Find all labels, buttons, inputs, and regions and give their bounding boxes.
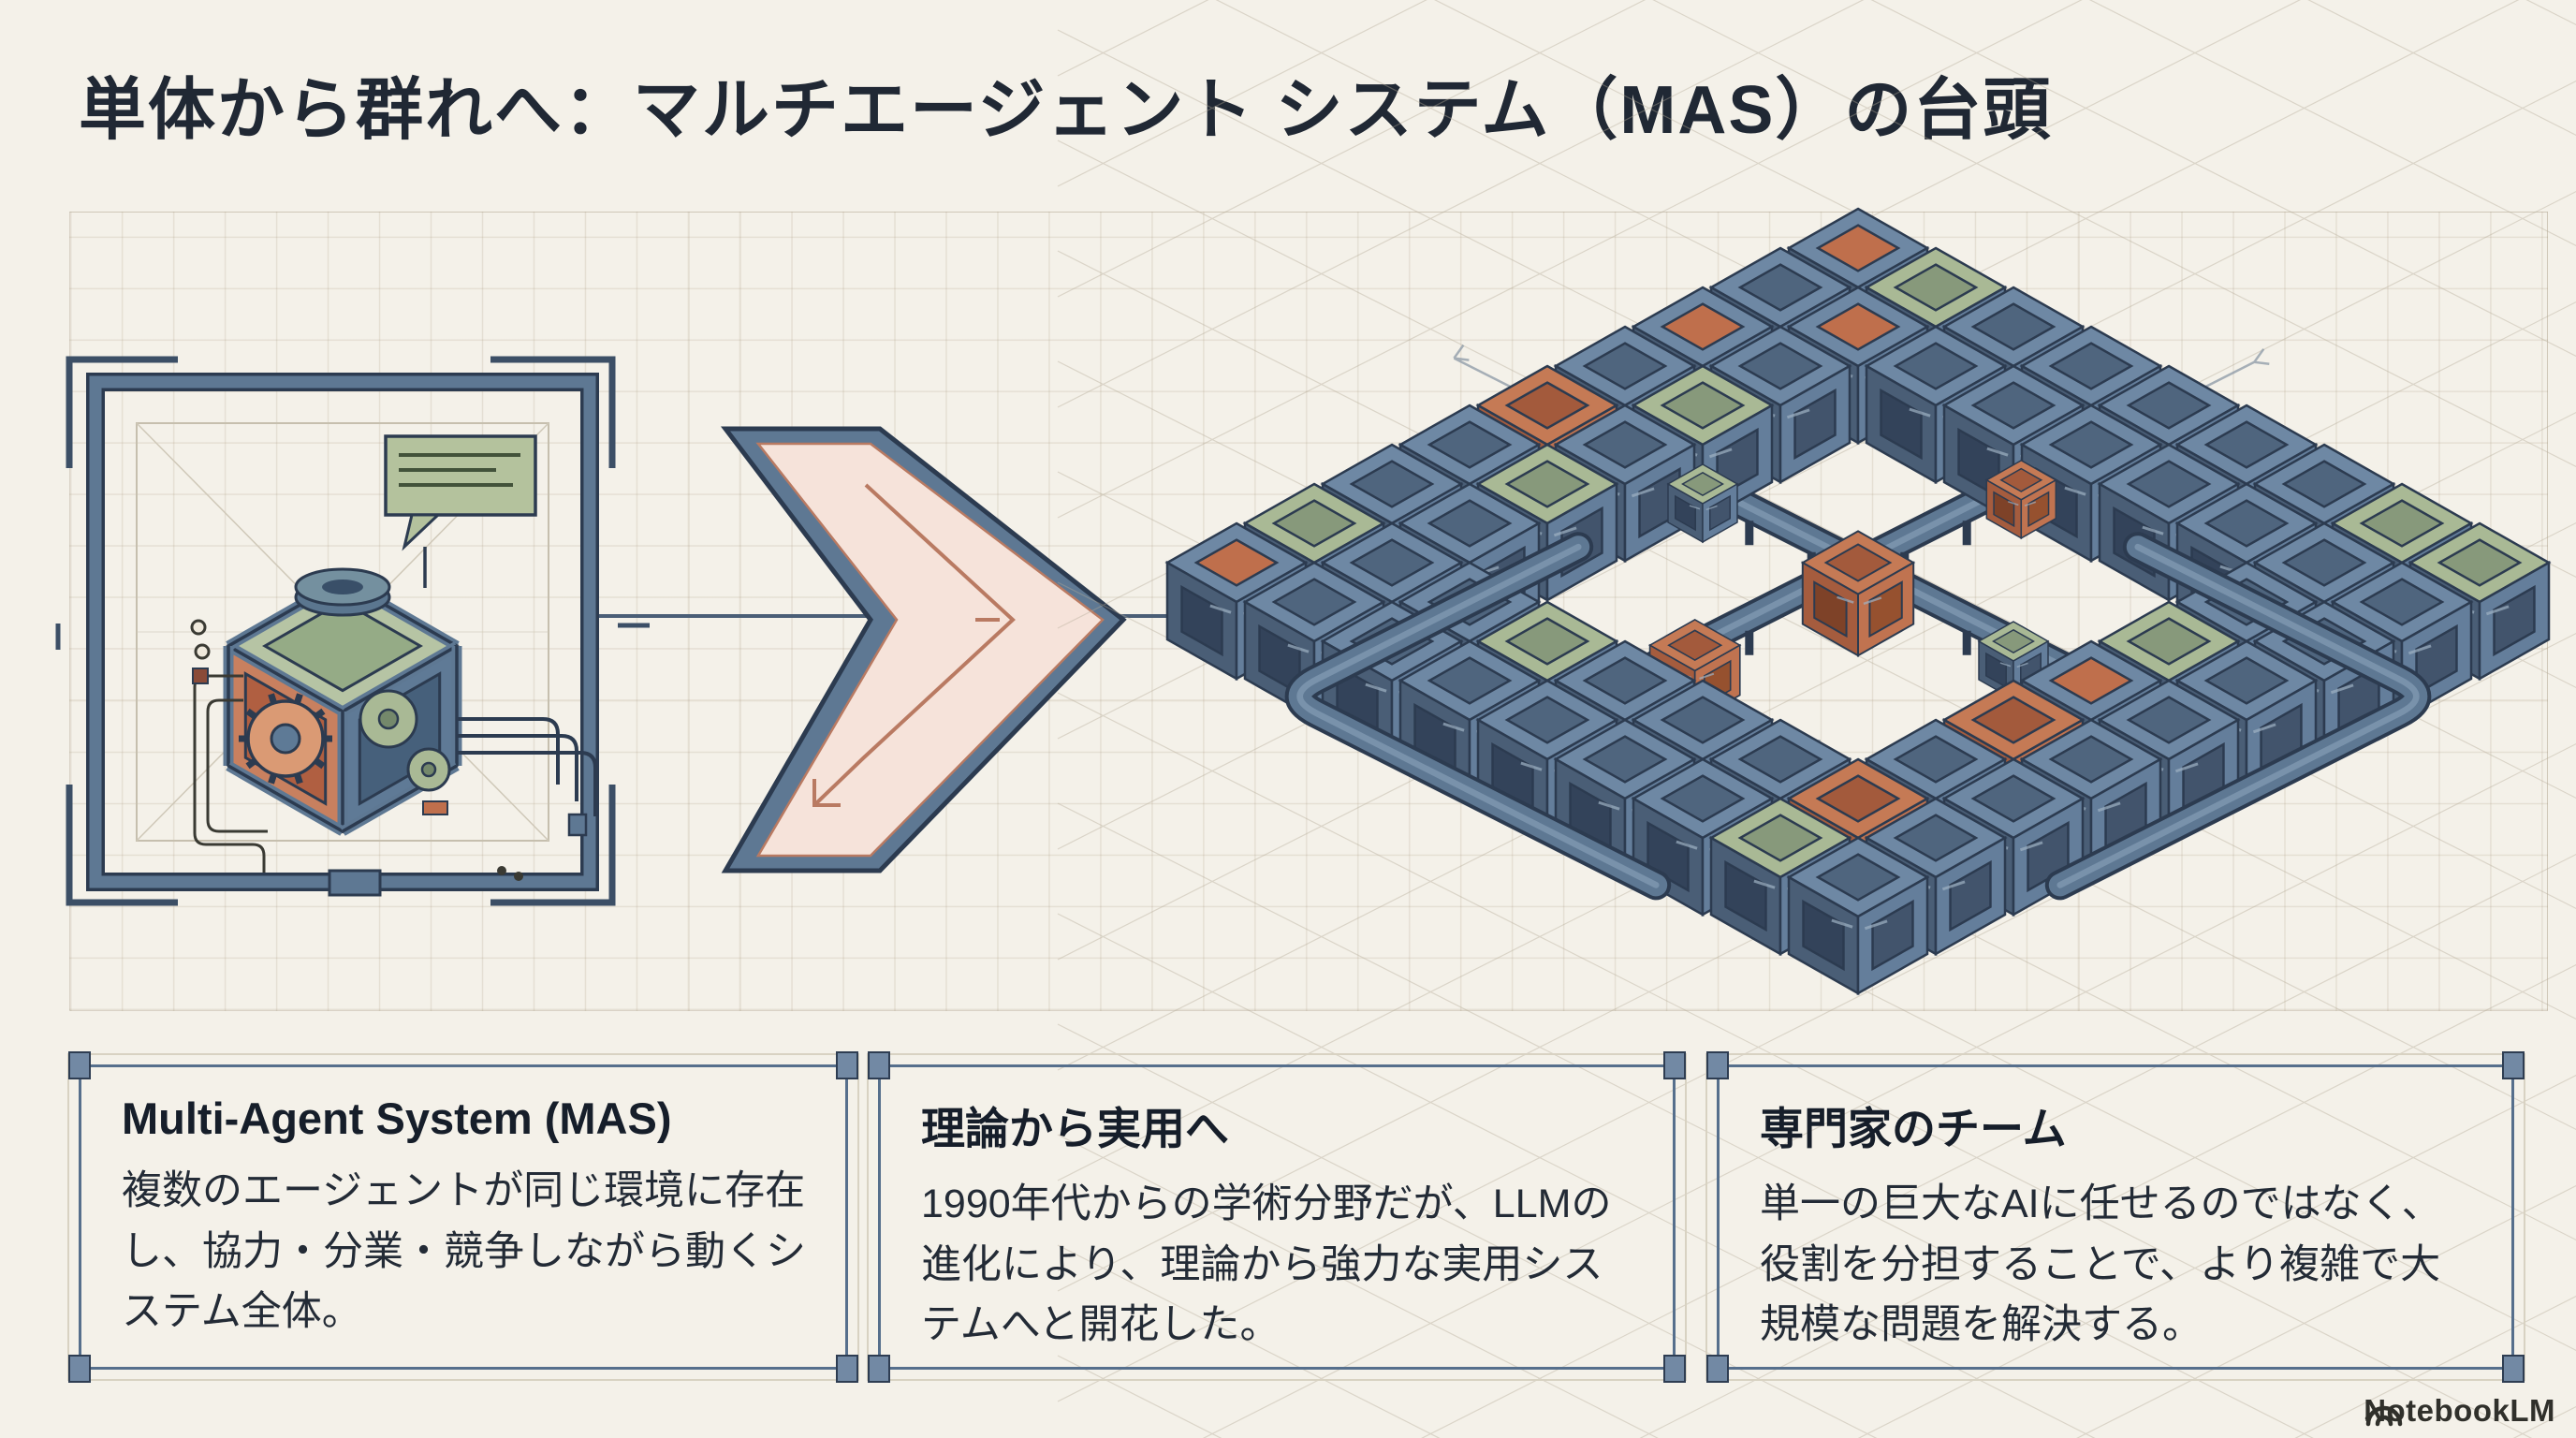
notebooklm-logo-icon <box>2364 1405 2403 1427</box>
card-corner-handle <box>836 1051 858 1079</box>
card-mas-definition: Multi-Agent System (MAS) 複数のエージェントが同じ環境に… <box>67 1051 859 1383</box>
agent-cube <box>1984 459 2057 540</box>
card-team-of-experts: 専門家のチーム 単一の巨大なAIに任せるのではなく、役割を分担することで、より複… <box>1705 1051 2525 1383</box>
card-body: 単一の巨大なAIに任せるのではなく、役割を分担することで、より複雑で大規模な問題… <box>1760 1181 2442 1347</box>
gear-icon <box>239 693 332 785</box>
card-frame <box>1717 1064 2514 1370</box>
agent-cube-grid <box>1164 207 2552 996</box>
card-corner-handle <box>836 1355 858 1383</box>
card-frame <box>878 1064 1676 1370</box>
pipes <box>328 717 597 897</box>
card-corner-handle <box>868 1051 890 1079</box>
cylinder-port <box>294 567 391 617</box>
single-agent-cube <box>190 434 597 897</box>
page-title: 単体から群れへ：マルチエージェント システム（MAS）の台頭 <box>79 73 2053 148</box>
card-corner-handle <box>868 1355 890 1383</box>
wires <box>190 619 268 873</box>
agent-cube <box>2408 521 2552 682</box>
outer-pipe-loops <box>1284 532 2432 901</box>
agent-cube <box>1786 836 1930 996</box>
card-outer-frame <box>67 1053 859 1381</box>
card-outer-frame <box>867 1053 1687 1381</box>
single-agent-illustration <box>55 356 650 906</box>
card-title: 専門家のチーム <box>1760 1104 2067 1153</box>
card-theory-to-practice: 理論から実用へ 1990年代からの学術分野だが、LLMの進化により、理論から強力… <box>867 1051 1687 1383</box>
transition-chevron <box>720 426 1127 873</box>
notebooklm-brand: NotebookLM <box>2364 1393 2555 1429</box>
agent-cube <box>1666 463 1739 544</box>
multi-agent-grid-illustration <box>1057 0 2576 1438</box>
agent-cube <box>1941 757 2086 917</box>
card-corner-handle <box>1663 1051 1686 1079</box>
card-corner-handle <box>2502 1355 2525 1383</box>
card-corner-handle <box>1706 1355 1729 1383</box>
agent-cube <box>1800 530 1916 657</box>
card-corner-handle <box>1706 1051 1729 1079</box>
card-corner-handle <box>1663 1355 1686 1383</box>
card-corner-handle <box>68 1355 91 1383</box>
card-outer-frame <box>1705 1053 2525 1381</box>
card-body: 複数のエージェントが同じ環境に存在し、協力・分業・競争しながら動くシステム全体。 <box>122 1168 806 1334</box>
card-corner-handle <box>68 1051 91 1079</box>
card-frame <box>79 1064 848 1370</box>
frame-corner-brackets <box>55 356 650 906</box>
speech-bubble-icon <box>384 434 537 588</box>
card-body: 1990年代からの学術分野だが、LLMの進化により、理論から強力な実用システムへ… <box>921 1181 1612 1347</box>
card-corner-handle <box>2502 1051 2525 1079</box>
chevron-arrow-icon <box>720 426 1127 873</box>
gear-icon <box>359 689 451 792</box>
card-title: Multi-Agent System (MAS) <box>122 1093 672 1143</box>
card-title: 理論から実用へ <box>921 1104 1229 1153</box>
